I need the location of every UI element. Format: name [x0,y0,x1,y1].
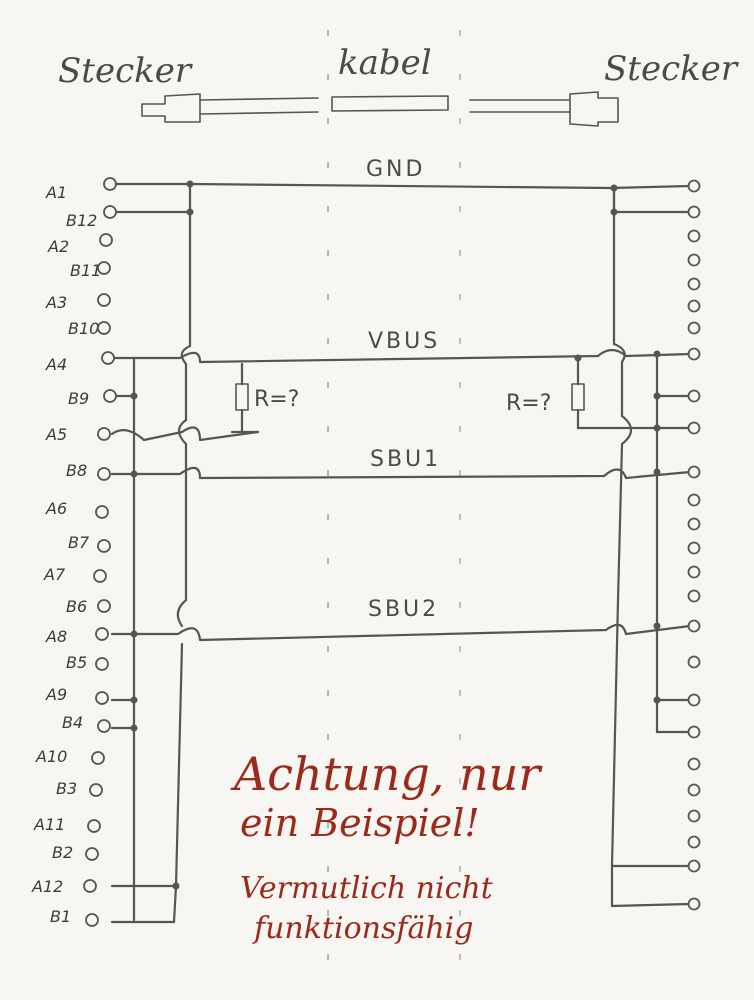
cable-sketch [141,91,619,127]
vbus-wire [110,348,692,364]
pin-label-a7: A7 [43,565,66,584]
pin-label-b8: B8 [66,461,87,480]
wires [110,182,692,924]
pin-label-b1: B1 [50,907,71,926]
pin-label-b12: B12 [66,211,97,230]
pin-label-b6: B6 [66,597,87,616]
warning-line-4: funktionsfähig [252,911,473,946]
warning-line-3: Vermutlich nicht [240,871,494,906]
resistor-right: R=? [506,383,585,416]
left-pin-labels: A1 B12 A2 B11 A3 B10 A4 B9 A5 B8 A6 B7 A… [31,183,101,926]
junction-dots [130,180,661,890]
pin-label-a8: A8 [45,627,67,646]
pin-label-b9: B9 [68,389,89,408]
pin-label-a9: A9 [45,685,67,704]
warning-line-1: Achtung, nur [230,747,543,801]
pin-label-a11: A11 [33,815,65,834]
right-connector-label: Stecker [604,49,739,89]
left-terminals [83,177,117,927]
pin-label-b4: B4 [62,713,83,732]
pin-label-b5: B5 [66,653,87,672]
pin-label-b10: B10 [68,319,99,338]
sbu2-wire [110,623,692,642]
resistor-right-label: R=? [506,391,551,416]
cable-label: kabel [338,43,432,83]
pin-label-b7: B7 [68,533,90,552]
sbu1-wire [110,466,692,480]
pin-label-b3: B3 [56,779,77,798]
pin-label-a3: A3 [45,293,67,312]
gnd-wire [110,182,692,190]
net-label-sbu1: SBU1 [370,447,441,472]
left-connector-label: Stecker [58,51,193,91]
pin-label-a2: A2 [47,237,69,256]
pin-label-a4: A4 [45,355,67,374]
resistor-left: R=? [235,383,299,412]
pin-label-a1: A1 [45,183,67,202]
pin-label-a10: A10 [35,747,67,766]
pin-label-b11: B11 [70,261,101,280]
net-label-vbus: VBUS [368,329,440,354]
right-terminals [687,179,701,911]
warning-line-2: ein Beispiel! [240,801,480,845]
resistor-left-label: R=? [254,387,299,412]
pin-label-b2: B2 [52,843,73,862]
warning-note: Achtung, nur ein Beispiel! Vermutlich ni… [230,747,543,946]
pin-label-a12: A12 [31,877,63,896]
pin-label-a5: A5 [45,425,67,444]
net-label-gnd: GND [366,157,425,182]
pin-label-a6: A6 [45,499,67,518]
net-label-sbu2: SBU2 [368,597,439,622]
